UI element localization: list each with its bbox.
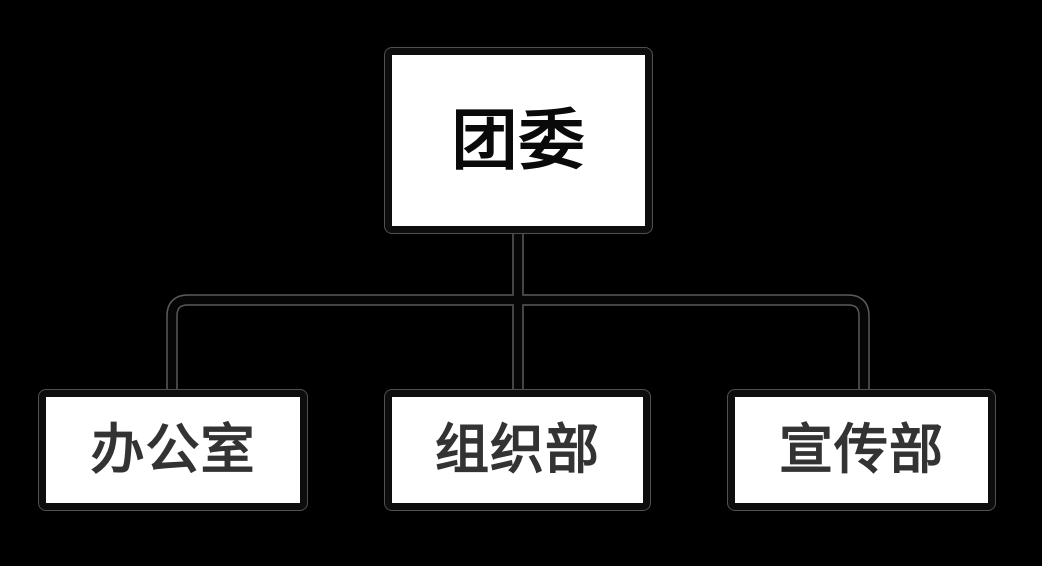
org-node-office: 办公室 [39,390,307,510]
connector-branch [167,295,869,394]
org-node-root: 团委 [385,48,652,233]
org-node-office-label: 办公室 [90,418,256,481]
org-node-root-label: 团委 [451,101,586,179]
org-node-organization-dept-label: 组织部 [435,418,600,481]
org-node-publicity-dept-label: 宣传部 [779,418,944,481]
org-node-publicity-dept: 宣传部 [728,390,995,510]
org-node-organization-dept: 组织部 [385,390,650,510]
